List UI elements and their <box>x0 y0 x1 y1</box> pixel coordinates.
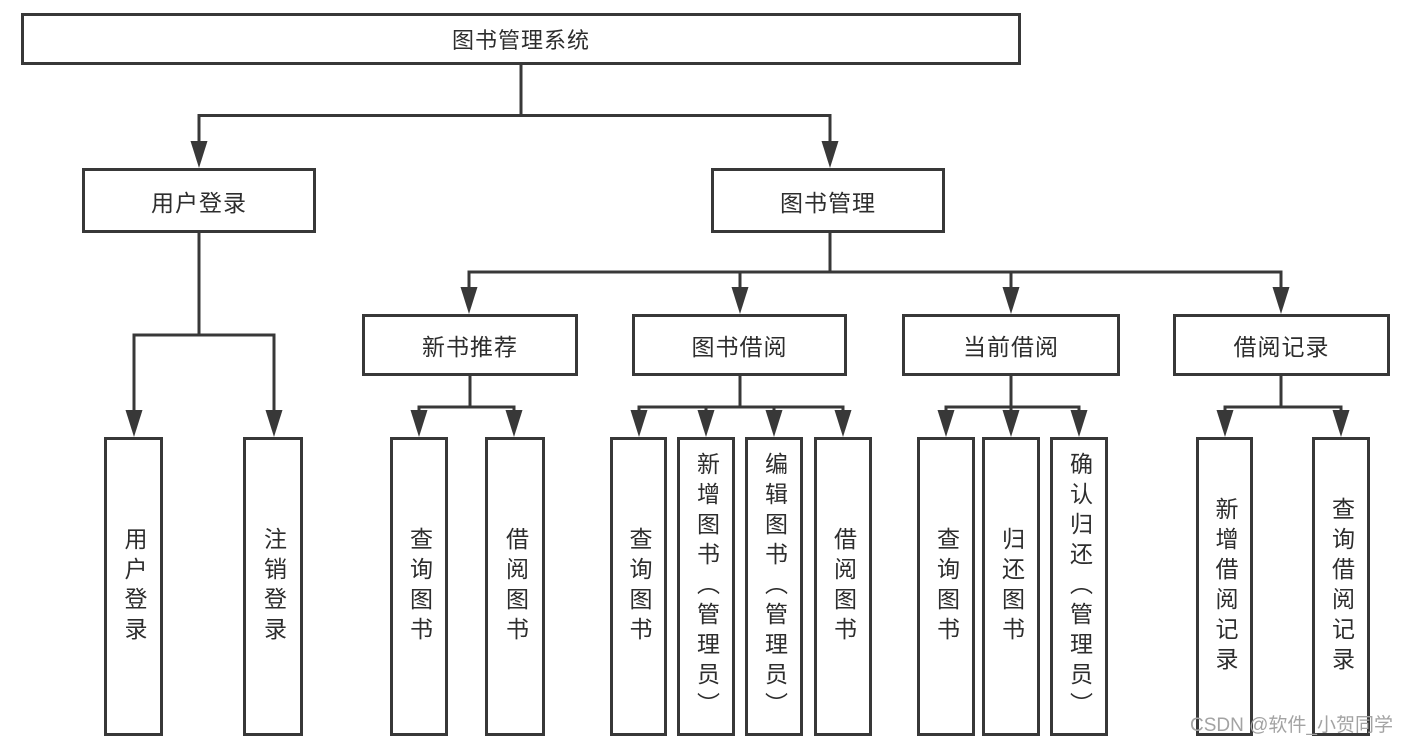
leaf-label: 查询图书 <box>406 526 433 647</box>
leaf-confirm-return-admin: 确认归还（管理员） <box>1050 437 1108 736</box>
leaf-label: 编辑图书（管理员） <box>761 451 788 722</box>
node-label: 用户登录 <box>151 189 247 216</box>
leaf-logout-login: 注销登录 <box>243 437 303 736</box>
node-library-management-system: 图书管理系统 <box>21 13 1021 65</box>
leaf-user-login: 用户登录 <box>104 437 163 736</box>
node-label: 借阅记录 <box>1233 334 1330 360</box>
leaf-add-borrow-record: 新增借阅记录 <box>1196 437 1253 736</box>
leaf-query-books-recommend: 查询图书 <box>390 437 448 736</box>
node-book-management: 图书管理 <box>711 168 945 233</box>
node-label: 图书管理 <box>780 189 876 216</box>
leaf-label: 查询图书 <box>933 526 960 647</box>
arrowheads <box>125 141 1350 437</box>
leaf-edit-books-admin: 编辑图书（管理员） <box>745 437 803 736</box>
node-new-book-recommend: 新书推荐 <box>362 314 578 376</box>
node-label: 当前借阅 <box>963 334 1059 360</box>
leaf-label: 归还图书 <box>998 526 1025 647</box>
leaf-label: 查询借阅记录 <box>1328 496 1355 677</box>
node-borrowing-records: 借阅记录 <box>1173 314 1390 376</box>
leaf-label: 用户登录 <box>121 526 147 647</box>
leaf-label: 注销登录 <box>260 526 287 647</box>
node-current-borrowing: 当前借阅 <box>902 314 1120 376</box>
leaf-borrow-books-recommend: 借阅图书 <box>485 437 545 736</box>
watermark: CSDN @软件_小贺同学 <box>1190 715 1393 736</box>
leaf-label: 查询图书 <box>626 526 652 647</box>
node-label: 图书管理系统 <box>451 28 590 53</box>
node-book-borrowing: 图书借阅 <box>632 314 847 376</box>
leaf-label: 新增借阅记录 <box>1212 496 1238 677</box>
leaf-query-borrow-record: 查询借阅记录 <box>1312 437 1370 736</box>
leaf-add-books-admin: 新增图书（管理员） <box>677 437 735 736</box>
leaf-query-books-borrowing: 查询图书 <box>610 437 667 736</box>
leaf-query-books-current: 查询图书 <box>917 437 975 736</box>
node-user-login: 用户登录 <box>82 168 316 233</box>
leaf-label: 新增图书（管理员） <box>693 451 720 722</box>
leaf-label: 借阅图书 <box>502 526 529 647</box>
node-label: 图书借阅 <box>691 334 788 360</box>
leaf-label: 借阅图书 <box>830 526 857 647</box>
leaf-return-books: 归还图书 <box>982 437 1040 736</box>
leaf-borrow-books: 借阅图书 <box>814 437 872 736</box>
leaf-label: 确认归还（管理员） <box>1066 451 1093 722</box>
node-label: 新书推荐 <box>422 334 518 360</box>
